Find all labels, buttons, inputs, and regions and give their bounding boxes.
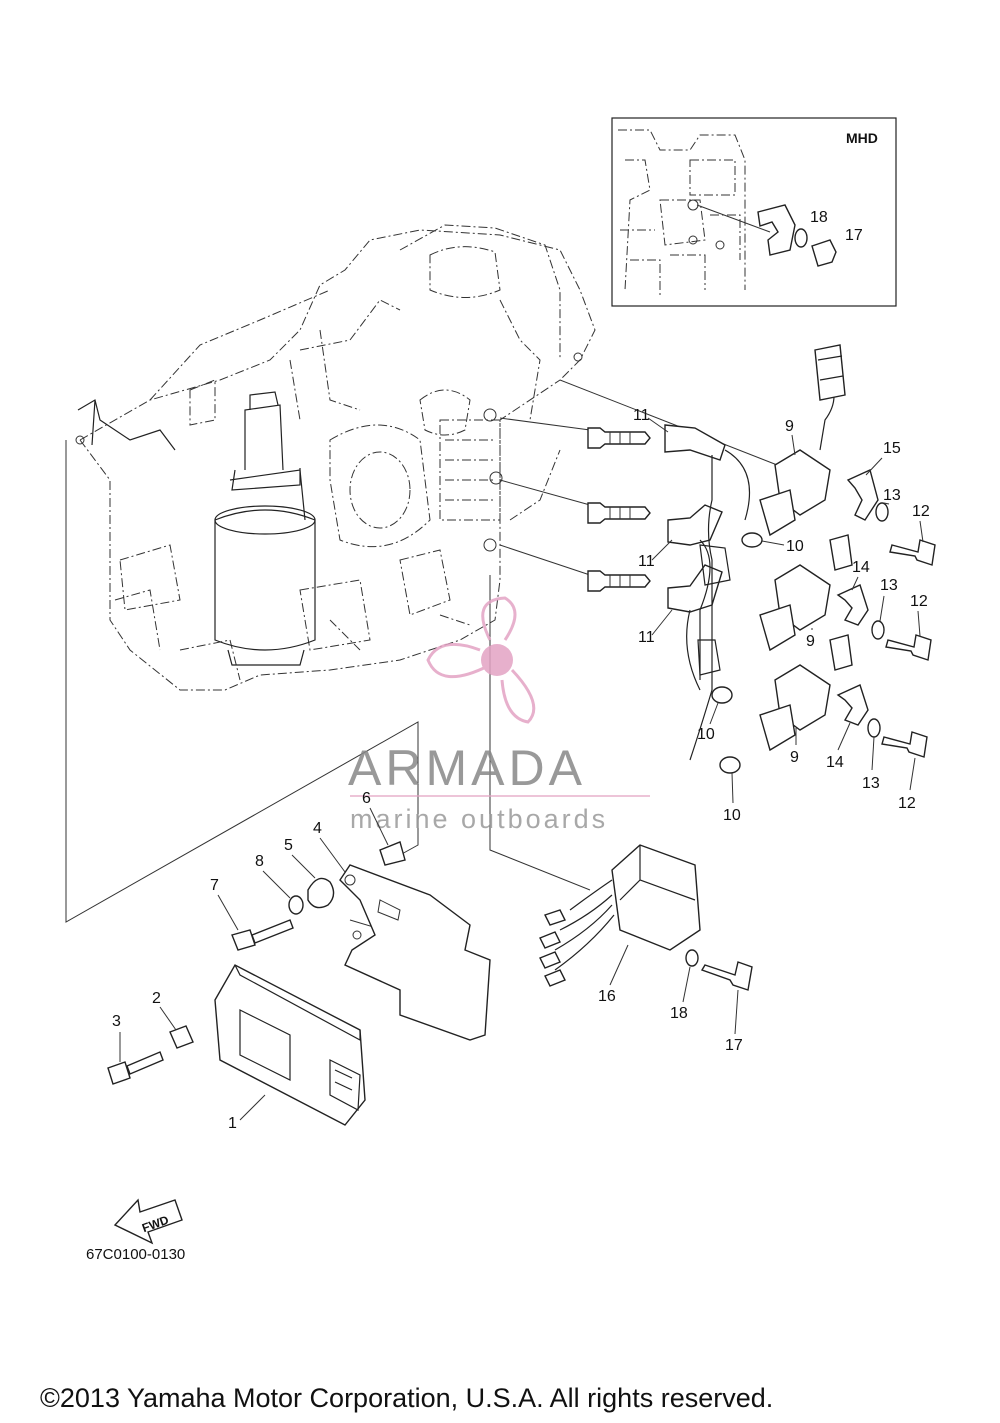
callout-9-mid: 9 bbox=[806, 633, 815, 650]
propeller-logo bbox=[426, 596, 536, 724]
clamps-and-fasteners bbox=[711, 469, 936, 774]
callout-13-top: 13 bbox=[883, 487, 901, 504]
callout-15: 15 bbox=[883, 440, 901, 457]
washer-13c bbox=[867, 718, 881, 738]
mount-bracket bbox=[339, 864, 491, 1041]
washer-13b bbox=[871, 620, 885, 640]
collar-6 bbox=[379, 841, 406, 866]
callout-9-top: 9 bbox=[785, 418, 794, 435]
callout-10-mid: 10 bbox=[697, 726, 715, 743]
callout-11-top: 11 bbox=[633, 407, 650, 424]
washer-part bbox=[794, 228, 808, 248]
plug-caps-and-leads bbox=[664, 424, 751, 761]
bolt-12a bbox=[889, 539, 936, 566]
callout-10-low: 10 bbox=[723, 807, 741, 824]
callout-18-main: 18 bbox=[670, 1005, 688, 1022]
callout-17-main: 17 bbox=[725, 1037, 743, 1054]
callout-11-low: 11 bbox=[638, 629, 655, 646]
diagram-code: 67C0100-0130 bbox=[86, 1246, 185, 1263]
spark-plug-1 bbox=[587, 427, 651, 449]
callout-13-low: 13 bbox=[862, 775, 880, 792]
callout-1: 1 bbox=[228, 1115, 237, 1132]
callout-12-mid: 12 bbox=[910, 593, 928, 610]
callout-10-top: 10 bbox=[786, 538, 804, 555]
bolt-12b bbox=[885, 634, 932, 661]
grommet-10a bbox=[741, 532, 763, 548]
clamp-14b bbox=[836, 684, 869, 726]
callout-9-low: 9 bbox=[790, 749, 799, 766]
bolt-3 bbox=[107, 1051, 164, 1085]
starter-motor bbox=[214, 391, 316, 666]
ignition-coils bbox=[759, 344, 853, 752]
spark-plug-3 bbox=[587, 570, 651, 592]
bolt-part bbox=[811, 239, 837, 267]
inset-engine-sketch bbox=[618, 129, 746, 295]
callout-14-top: 14 bbox=[852, 559, 870, 576]
callout-18: 18 bbox=[810, 209, 828, 226]
callout-7: 7 bbox=[210, 877, 219, 894]
callouts: 1 2 3 4 5 6 7 8 9 9 9 10 10 10 11 11 11 … bbox=[112, 407, 930, 1132]
grommet-10b bbox=[711, 686, 733, 704]
callout-11-mid: 11 bbox=[638, 553, 655, 570]
clamp-15 bbox=[846, 469, 879, 521]
grommet-5 bbox=[307, 877, 335, 909]
callout-2: 2 bbox=[152, 990, 161, 1007]
rectifier-assembly bbox=[539, 844, 753, 991]
watermark-title: ARMADA bbox=[348, 740, 586, 796]
callout-13-mid: 13 bbox=[880, 577, 898, 594]
clamp-part bbox=[757, 204, 796, 256]
armada-watermark: ARMADA marine outboards bbox=[348, 596, 650, 834]
grommet-10c bbox=[719, 756, 741, 774]
callout-12-top: 12 bbox=[912, 503, 930, 520]
ignition-coil-2 bbox=[759, 534, 853, 652]
fwd-arrow: FWD bbox=[113, 1198, 183, 1245]
clamp-14a bbox=[836, 584, 869, 626]
watermark-subtitle: marine outboards bbox=[350, 804, 608, 834]
callout-12-low: 12 bbox=[898, 795, 916, 812]
callout-16: 16 bbox=[598, 988, 616, 1005]
mhd-inset: MHD 18 17 bbox=[611, 117, 897, 307]
callout-3: 3 bbox=[112, 1013, 121, 1030]
spark-plug-2 bbox=[587, 502, 651, 524]
callout-5: 5 bbox=[284, 837, 293, 854]
ignition-coil-3 bbox=[759, 634, 853, 752]
callout-14-low: 14 bbox=[826, 754, 844, 771]
copyright-notice: ©2013 Yamaha Motor Corporation, U.S.A. A… bbox=[40, 1383, 773, 1413]
washer-13a bbox=[875, 502, 889, 522]
collar-2 bbox=[169, 1025, 194, 1049]
ignition-coil-1 bbox=[759, 344, 846, 537]
callout-8: 8 bbox=[255, 853, 264, 870]
engine-block bbox=[75, 224, 596, 691]
washer-8 bbox=[288, 895, 304, 915]
washer-18b bbox=[685, 949, 699, 967]
inset-frame bbox=[611, 117, 897, 307]
callout-4: 4 bbox=[313, 820, 322, 837]
callout-6: 6 bbox=[362, 790, 371, 807]
spark-plugs bbox=[587, 424, 751, 761]
callout-17: 17 bbox=[845, 227, 863, 244]
cdi-assembly bbox=[107, 841, 491, 1126]
bolt-12c bbox=[881, 731, 928, 758]
bolt-17b bbox=[700, 961, 753, 991]
inset-label: MHD bbox=[846, 130, 878, 146]
bolt-7 bbox=[231, 919, 294, 951]
